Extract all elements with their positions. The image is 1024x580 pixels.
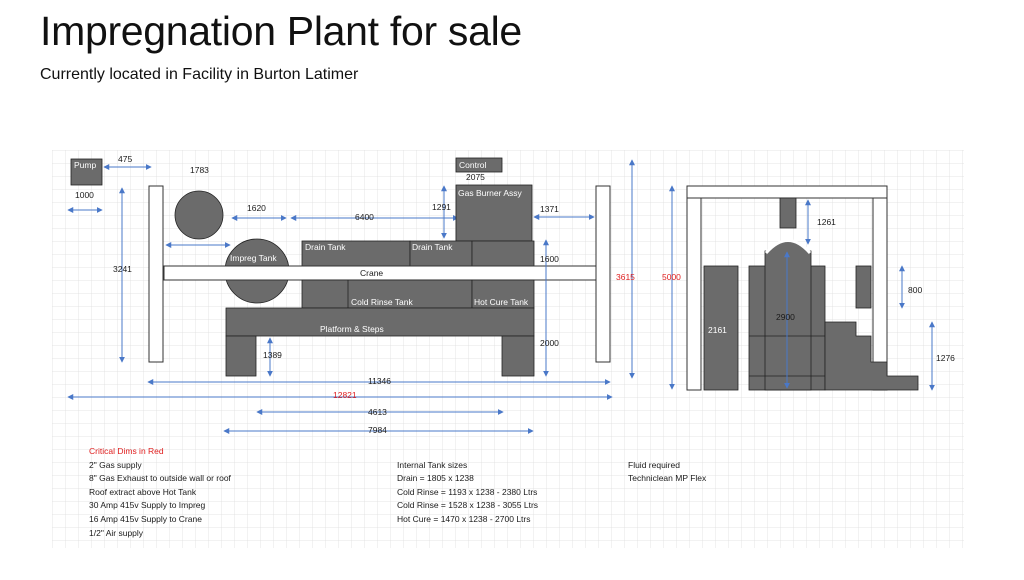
platform-leg-right <box>501 335 535 377</box>
control-label: Control <box>459 160 487 170</box>
end-view-top-beam <box>686 185 888 199</box>
req-item: 8" Gas Exhaust to outside wall or roof <box>89 473 232 483</box>
dim-label-1620: 1620 <box>247 203 266 213</box>
cold-rinse-tank <box>301 279 473 309</box>
drain-tank-1 <box>301 240 411 268</box>
notes-critical-header: Critical Dims in Red <box>89 446 164 456</box>
impreg-tank-label: Impreg Tank <box>230 253 277 263</box>
dim-label-2075: 2075 <box>466 172 485 182</box>
drain-tank-2 <box>409 240 473 268</box>
dim-label-1276: 1276 <box>936 353 955 363</box>
dim-label-2000: 2000 <box>540 338 559 348</box>
dim-label-1291: 1291 <box>432 202 451 212</box>
left-post <box>148 185 164 363</box>
platform-steps <box>225 307 535 337</box>
end-view-tank-dome <box>764 239 812 255</box>
dim-label-800: 800 <box>908 285 922 295</box>
tank-size-item: Hot Cure = 1470 x 1238 - 2700 Ltrs <box>397 514 531 524</box>
dim-label-1261: 1261 <box>817 217 836 227</box>
drain-tank-2-label: Drain Tank <box>412 242 453 252</box>
req-item: Roof extract above Hot Tank <box>89 487 197 497</box>
dim-label-1371: 1371 <box>540 204 559 214</box>
dim-label-2900: 2900 <box>776 312 795 322</box>
req-item: 30 Amp 415v Supply to Impreg <box>89 500 206 510</box>
fluid-header: Fluid required <box>628 460 680 470</box>
end-view-tank-left <box>703 265 739 391</box>
dim-label-7984: 7984 <box>368 425 387 435</box>
end-view-left-post <box>686 197 702 391</box>
control-block <box>455 157 503 173</box>
dim-label-4613: 4613 <box>368 407 387 417</box>
dim-label-2161: 2161 <box>708 325 727 335</box>
fluid-item: Techniclean MP Flex <box>628 473 707 483</box>
requirements-list: 2" Gas supply 8" Gas Exhaust to outside … <box>89 460 232 538</box>
pump-block <box>70 158 103 186</box>
gas-burner-assy <box>455 184 533 242</box>
tank-size-item: Cold Rinse = 1528 x 1238 - 3055 Ltrs <box>397 500 538 510</box>
page-subtitle: Currently located in Facility in Burton … <box>40 66 359 83</box>
tank-sizes-header: Internal Tank sizes <box>397 460 467 470</box>
dim-label-5000: 5000 <box>662 272 681 282</box>
cold-rinse-label: Cold Rinse Tank <box>351 297 413 307</box>
circle-tank-top <box>174 190 224 240</box>
end-view-right-post <box>872 197 888 391</box>
dim-label-6400: 6400 <box>355 212 374 222</box>
page-title: Impregnation Plant for sale <box>40 8 522 54</box>
fluid-list: Fluid required Techniclean MP Flex <box>628 460 707 483</box>
dim-label-475: 475 <box>118 154 132 164</box>
tank-size-item: Cold Rinse = 1193 x 1238 - 2380 Ltrs <box>397 487 537 497</box>
dim-label-12821: 12821 <box>333 390 357 400</box>
req-item: 2" Gas supply <box>89 460 142 470</box>
pump-label: Pump <box>74 160 96 170</box>
dim-label-1600: 1600 <box>540 254 559 264</box>
end-view-upper-block <box>855 265 872 309</box>
dim-label-1389: 1389 <box>263 350 282 360</box>
dim-label-11346: 11346 <box>368 376 391 386</box>
platform-leg-left <box>225 335 257 377</box>
req-item: 16 Amp 415v Supply to Crane <box>89 514 202 524</box>
dim-label-3615: 3615 <box>616 272 635 282</box>
tank-size-item: Drain = 1805 x 1238 <box>397 473 474 483</box>
dim-label-1000: 1000 <box>75 190 94 200</box>
gas-burner-label: Gas Burner Assy <box>458 188 523 198</box>
end-view-steps <box>824 321 919 391</box>
platform-label: Platform & Steps <box>320 324 384 334</box>
drain-tank-3 <box>471 240 535 268</box>
req-item: 1/2" Air supply <box>89 528 144 538</box>
tank-sizes-list: Internal Tank sizes Drain = 1805 x 1238 … <box>397 460 538 524</box>
drain-tank-1-label: Drain Tank <box>305 242 346 252</box>
dim-label-3241: 3241 <box>113 264 132 274</box>
end-view-hook <box>779 197 797 229</box>
dim-label-1783: 1783 <box>190 165 209 175</box>
hot-cure-label: Hot Cure Tank <box>474 297 529 307</box>
crane-label: Crane <box>360 268 383 278</box>
hot-cure-tank <box>471 279 535 309</box>
right-post <box>595 185 611 363</box>
